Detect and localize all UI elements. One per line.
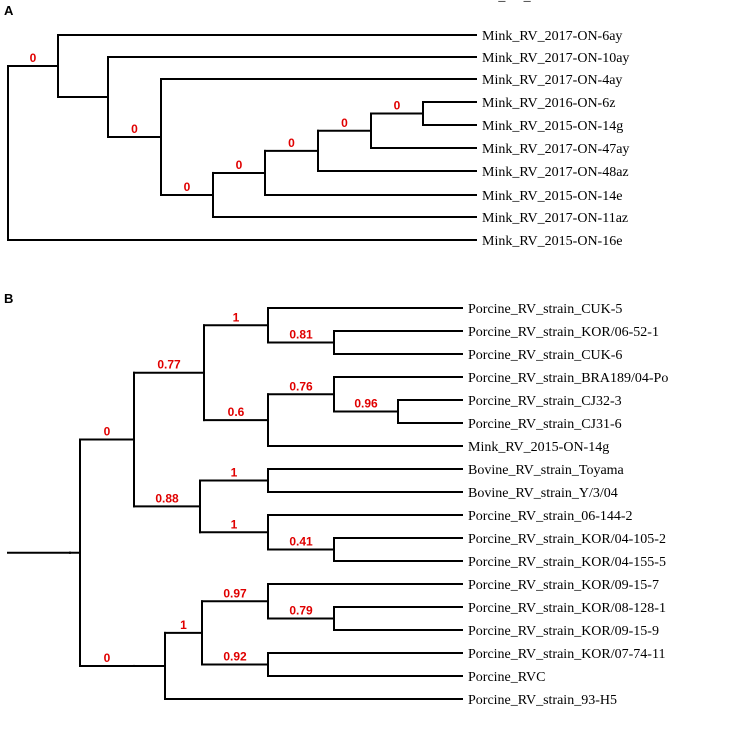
leaf-label: Porcine_RV_strain_CUK-5 bbox=[468, 302, 622, 317]
leaf-label: Porcine_RV_strain_KOR/09-15-7 bbox=[468, 578, 659, 593]
panel-label: A bbox=[4, 3, 14, 18]
leaf-label: Mink_RV_2015-ON-16e bbox=[482, 234, 622, 249]
leaf-label: Porcine_RV_strain_KOR/08-128-1 bbox=[468, 601, 666, 616]
support-value: 0 bbox=[131, 122, 138, 136]
support-value: 0 bbox=[341, 116, 348, 130]
support-value: 0.76 bbox=[289, 379, 313, 393]
support-value: 0 bbox=[30, 51, 37, 65]
leaf-label: Porcine_RV_strain_BRA189/04-Po bbox=[468, 371, 668, 386]
tree-panel-a: A 0 Mink_RV_2017-ON-6ayMink_RV_2017-ON-10a… bbox=[4, 3, 629, 249]
leaf-label: Mink_RV_2015-ON-14g bbox=[482, 119, 623, 134]
leaf-label: Mink_RV_2015-ON-16e bbox=[468, 0, 608, 4]
leaf-label: Porcine_RV_strain_93-H5 bbox=[468, 693, 617, 708]
leaf-label: Porcine_RV_strain_KOR/07-74-11 bbox=[468, 647, 665, 662]
leaf-label: Porcine_RV_strain_KOR/04-155-5 bbox=[468, 555, 666, 570]
leaf-label: Mink_RV_2017-ON-6ay bbox=[482, 29, 622, 44]
support-value: 0.92 bbox=[223, 650, 247, 664]
support-value: 0.97 bbox=[223, 586, 247, 600]
leaf-label: Porcine_RV_strain_KOR/04-105-2 bbox=[468, 532, 666, 547]
support-value: 0.41 bbox=[289, 535, 313, 549]
support-value: 0 bbox=[184, 180, 191, 194]
support-value: 0 bbox=[104, 651, 111, 665]
leaf-label: Mink_RV_2017-ON-11az bbox=[482, 211, 628, 226]
leaf-label: Mink_RV_2017-ON-47ay bbox=[482, 142, 629, 157]
leaf-label: Porcine_RV_strain_KOR/06-52-1 bbox=[468, 325, 659, 340]
leaf-label: Mink_RV_2017-ON-10ay bbox=[482, 51, 629, 66]
support-value: 0.96 bbox=[354, 397, 378, 411]
support-value: 0 bbox=[288, 136, 295, 150]
support-value: 0.79 bbox=[289, 604, 313, 618]
leaf-label: Porcine_RV_strain_CUK-6 bbox=[468, 348, 622, 363]
leaf-label: Mink_RV_2017-ON-48az bbox=[482, 165, 629, 180]
support-value: 0.81 bbox=[289, 328, 313, 342]
leaf-label: Bovine_RV_strain_Toyama bbox=[468, 463, 625, 478]
support-value: 1 bbox=[233, 310, 240, 324]
support-value: 0 bbox=[236, 158, 243, 172]
support-value: 1 bbox=[231, 517, 238, 531]
support-value: 0 bbox=[104, 425, 111, 439]
leaf-label: Porcine_RV_strain_06-144-2 bbox=[468, 509, 633, 524]
support-value: 0.6 bbox=[228, 405, 245, 419]
support-value: 1 bbox=[180, 618, 187, 632]
leaf-label: Mink_RV_2017-ON-4ay bbox=[482, 73, 622, 88]
support-value: 0.77 bbox=[157, 358, 181, 372]
leaf-label: Mink_RV_2015-ON-14g bbox=[468, 440, 609, 455]
leaf-label: Bovine_RV_strain_Y/3/04 bbox=[468, 486, 618, 501]
leaf-label: Porcine_RV_strain_CJ31-6 bbox=[468, 417, 622, 432]
leaf-label: Porcine_RV_strain_CJ32-3 bbox=[468, 394, 622, 409]
panel-label: B bbox=[4, 291, 13, 306]
leaf-label: Mink_RV_2015-ON-14e bbox=[482, 189, 622, 204]
leaf-label: Porcine_RV_strain_KOR/09-15-9 bbox=[468, 624, 659, 639]
support-value: 0 bbox=[394, 99, 401, 113]
support-value: 0.88 bbox=[155, 491, 179, 505]
leaf-label: Porcine_RVC bbox=[468, 670, 545, 685]
leaf-label: Mink_RV_2016-ON-6z bbox=[482, 96, 615, 111]
support-value: 1 bbox=[231, 466, 238, 480]
